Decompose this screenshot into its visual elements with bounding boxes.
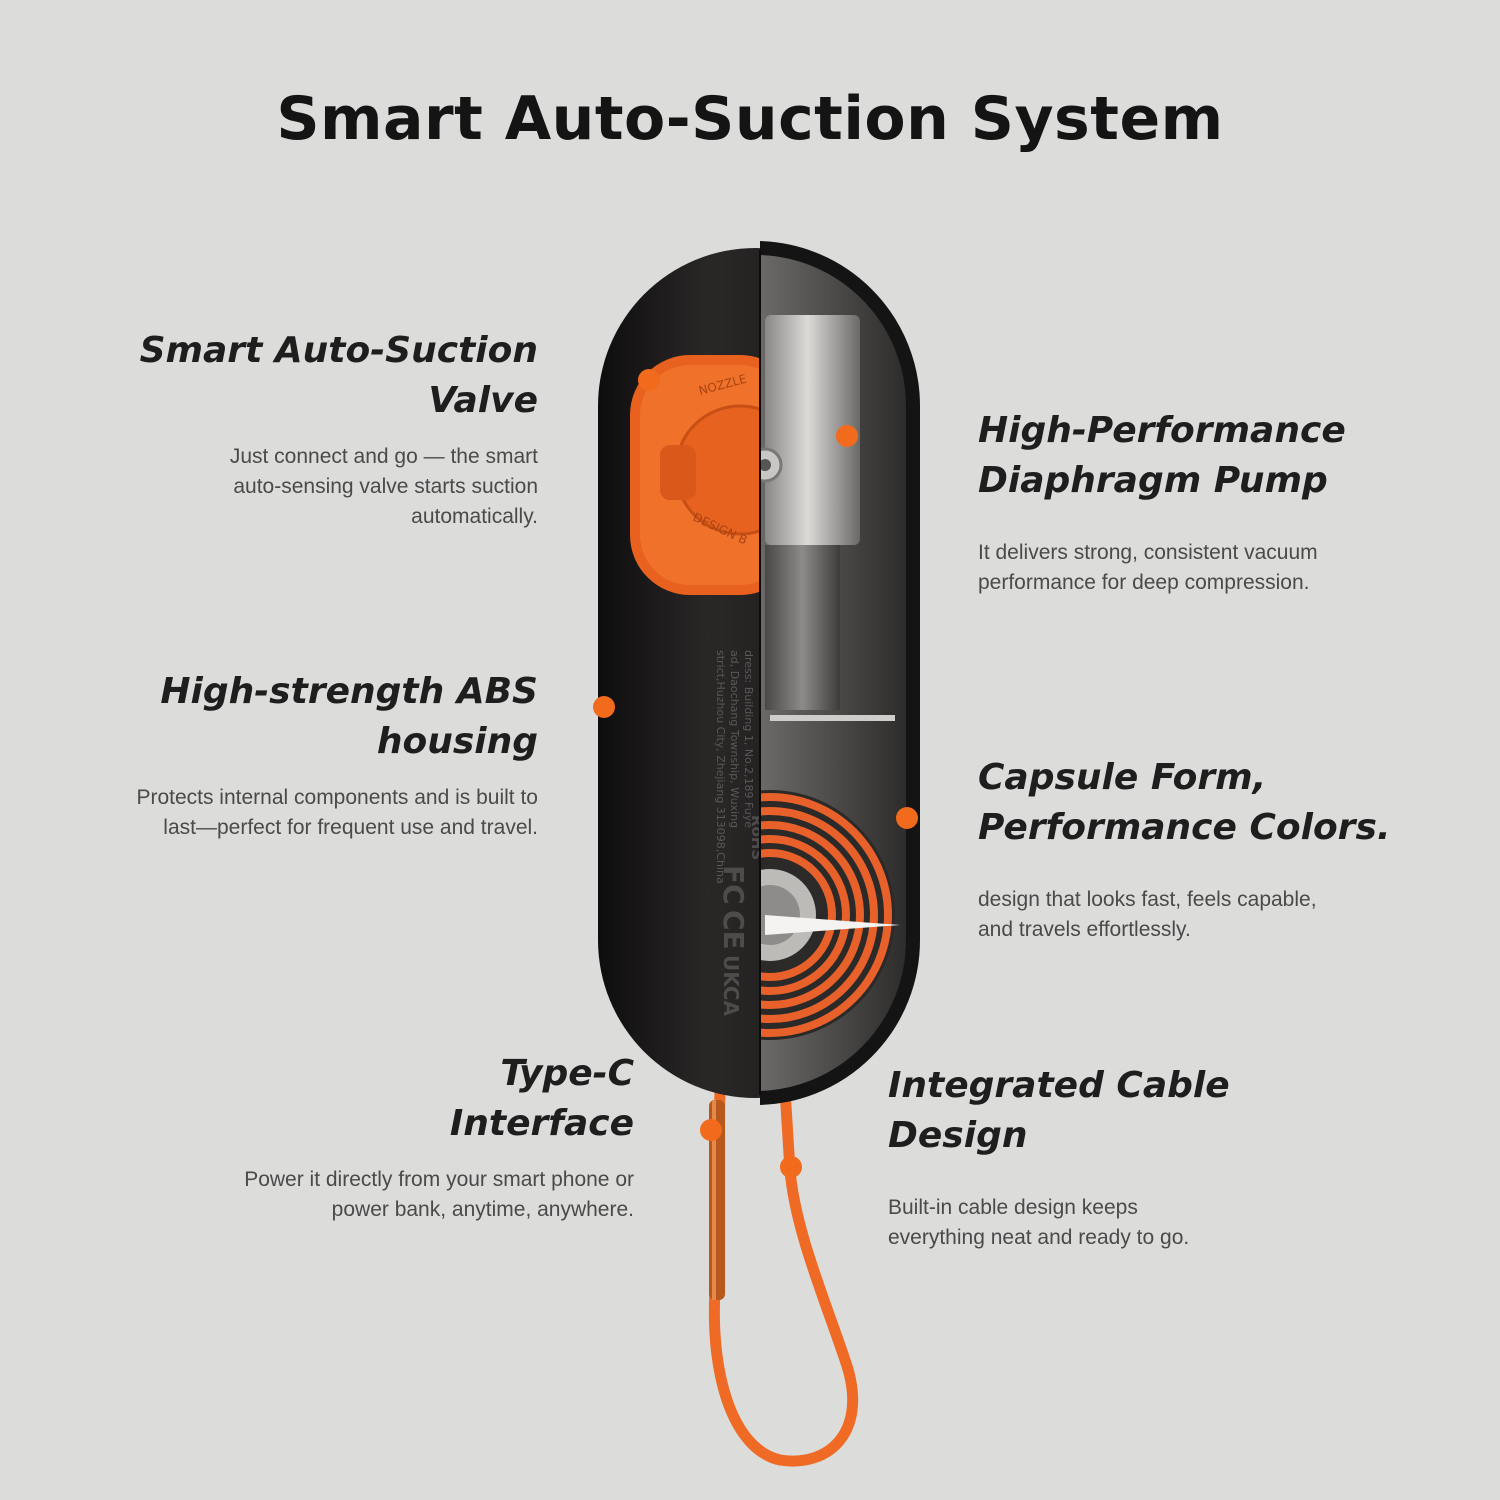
device-cutaway-right <box>760 241 920 1105</box>
diaphragm-pump <box>760 315 895 721</box>
feature-housing-heading-line2: housing <box>376 721 538 762</box>
feature-capsule: Capsule Form, Performance Colors. design… <box>978 753 1391 945</box>
feature-cable-heading-line2: Design <box>888 1115 1028 1156</box>
feature-capsule-description: design that looks fast, feels capable, a… <box>978 885 1391 945</box>
fc-mark: FC <box>717 865 750 905</box>
callout-dot-typec <box>700 1119 722 1141</box>
feature-pump-desc-line1: It delivers strong, consistent vacuum <box>978 541 1318 564</box>
callout-dot-cable <box>780 1156 802 1178</box>
callout-dot-housing <box>593 696 615 718</box>
feature-valve-description: Just connect and go — the smart auto-sen… <box>140 442 538 532</box>
feature-pump-heading-line1: High-Performance <box>978 410 1346 451</box>
feature-valve-desc-line1: Just connect and go — the smart <box>229 445 538 468</box>
feature-pump-heading-line2: Diaphragm Pump <box>978 460 1328 501</box>
feature-typec: Type-C Interface Power it directly from … <box>244 1049 634 1225</box>
feature-housing-heading-line1: High-strength ABS <box>160 671 538 712</box>
address-line-2: ad, Daochang Township, Wuxing <box>728 650 741 828</box>
feature-typec-desc-line1: Power it directly from your smart phone … <box>244 1168 634 1191</box>
feature-capsule-heading-line2: Performance Colors. <box>978 807 1391 848</box>
ce-mark: CE <box>717 910 750 950</box>
feature-pump-description: It delivers strong, consistent vacuum pe… <box>978 538 1346 598</box>
feature-typec-heading-line1: Type-C <box>500 1053 634 1094</box>
address-line-3: strict,Huzhou City, Zhejiang 313098,Chin… <box>714 650 727 884</box>
device-shell-left: NOZZLE DESIGN B dress: Building 1, No.2,… <box>598 248 766 1098</box>
feature-valve-heading: Smart Auto-Suction Valve <box>140 326 538 426</box>
feature-housing-desc-line1: Protects internal components and is buil… <box>136 786 538 809</box>
feature-valve-heading-line1: Smart Auto-Suction <box>139 330 538 371</box>
feature-housing-desc-line2: last—perfect for frequent use and travel… <box>163 816 538 839</box>
callout-dot-valve <box>638 369 660 391</box>
feature-valve-desc-line2: auto-sensing valve starts suction <box>233 475 538 498</box>
rohs-mark: RoHS <box>748 815 766 860</box>
feature-housing-heading: High-strength ABS housing <box>136 667 538 767</box>
feature-housing-description: Protects internal components and is buil… <box>136 783 538 843</box>
feature-typec-heading: Type-C Interface <box>244 1049 634 1149</box>
feature-capsule-heading-line1: Capsule Form, <box>978 757 1267 798</box>
feature-typec-description: Power it directly from your smart phone … <box>244 1165 634 1225</box>
feature-typec-desc-line2: power bank, anytime, anywhere. <box>331 1198 634 1221</box>
feature-cable-heading: Integrated Cable Design <box>888 1061 1230 1161</box>
feature-pump: High-Performance Diaphragm Pump It deliv… <box>978 406 1346 598</box>
feature-cable-desc-line1: Built-in cable design keeps <box>888 1196 1138 1219</box>
feature-cable-heading-line1: Integrated Cable <box>888 1065 1230 1106</box>
callout-dot-capsule <box>896 807 918 829</box>
page-title: Smart Auto-Suction System <box>276 84 1224 154</box>
ukca-mark: UKCA <box>719 955 743 1017</box>
feature-housing: High-strength ABS housing Protects inter… <box>136 667 538 843</box>
feature-valve-desc-line3: automatically. <box>411 505 538 528</box>
feature-cable: Integrated Cable Design Built-in cable d… <box>888 1061 1230 1253</box>
feature-cable-description: Built-in cable design keeps everything n… <box>888 1193 1230 1253</box>
feature-typec-heading-line2: Interface <box>449 1103 634 1144</box>
address-line-1: dress: Building 1, No.2,189 Fuye <box>742 650 755 828</box>
valve: NOZZLE DESIGN B <box>630 355 760 595</box>
cable-group <box>708 1084 859 1467</box>
feature-valve: Smart Auto-Suction Valve Just connect an… <box>140 326 538 532</box>
feature-valve-heading-line2: Valve <box>428 380 538 421</box>
feature-capsule-heading: Capsule Form, Performance Colors. <box>978 753 1391 853</box>
feature-pump-heading: High-Performance Diaphragm Pump <box>978 406 1346 506</box>
feature-capsule-desc-line1: design that looks fast, feels capable, <box>978 888 1317 911</box>
callout-dot-pump <box>836 425 858 447</box>
feature-cable-desc-line2: everything neat and ready to go. <box>888 1226 1190 1249</box>
cable-coil <box>760 790 900 1040</box>
feature-pump-desc-line2: performance for deep compression. <box>978 571 1310 594</box>
feature-capsule-desc-line2: and travels effortlessly. <box>978 918 1191 941</box>
